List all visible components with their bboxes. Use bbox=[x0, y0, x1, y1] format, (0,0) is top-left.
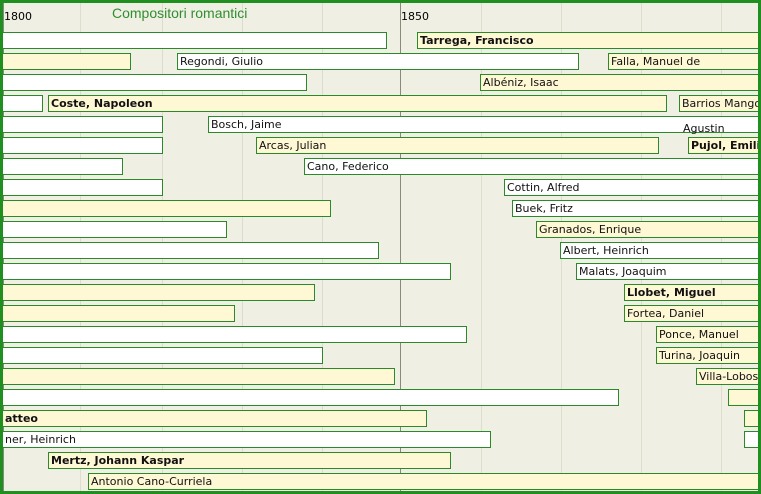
composer-bar-turina[interactable]: Turina, Joaquin bbox=[656, 347, 758, 364]
composer-bar-cottin[interactable]: Cottin, Alfred bbox=[504, 179, 758, 196]
composer-bar[interactable] bbox=[3, 116, 163, 133]
composer-bar-granados[interactable]: Granados, Enrique bbox=[536, 221, 758, 238]
composer-bar[interactable] bbox=[3, 242, 379, 259]
composer-bar-cano[interactable]: Cano, Federico bbox=[304, 158, 758, 175]
composer-bar-barrios[interactable]: Barrios Mangoré bbox=[679, 95, 758, 112]
composer-bar[interactable] bbox=[3, 347, 323, 364]
composer-bar-tarrega[interactable]: Tarrega, Francisco bbox=[417, 32, 758, 49]
year-label-1850: 1850 bbox=[401, 10, 429, 23]
composer-bar-albeniz[interactable]: Albéniz, Isaac bbox=[480, 74, 758, 91]
composer-bar-fortea[interactable]: Fortea, Daniel bbox=[624, 305, 758, 322]
composer-bar[interactable] bbox=[3, 74, 307, 91]
composer-bar-llobet[interactable]: Llobet, Miguel bbox=[624, 284, 758, 301]
composer-bar[interactable] bbox=[744, 431, 758, 448]
composer-bar-mertz[interactable]: Mertz, Johann Kaspar bbox=[48, 452, 451, 469]
composer-bar[interactable] bbox=[3, 389, 619, 406]
composer-bar-pujol[interactable]: Pujol, Emilio bbox=[688, 137, 758, 154]
year-label-1800: 1800 bbox=[4, 10, 32, 23]
composer-bar[interactable] bbox=[744, 410, 758, 427]
composer-bar-regondi[interactable]: Regondi, Giulio bbox=[177, 53, 579, 70]
page-title: Compositori romantici bbox=[112, 5, 248, 21]
composer-bar[interactable] bbox=[3, 305, 235, 322]
composer-bar-villa-lobos[interactable]: Villa-Lobos bbox=[696, 368, 758, 385]
composer-bar[interactable] bbox=[3, 284, 315, 301]
composer-bar-albert[interactable]: Albert, Heinrich bbox=[560, 242, 758, 259]
composer-bar[interactable] bbox=[3, 137, 163, 154]
composer-bar-arcas[interactable]: Arcas, Julian bbox=[256, 137, 659, 154]
composer-bar-malats[interactable]: Malats, Joaquim bbox=[576, 263, 758, 280]
grid-line bbox=[481, 3, 482, 491]
composer-bar[interactable] bbox=[3, 368, 395, 385]
composer-bar-coste[interactable]: Coste, Napoleon bbox=[48, 95, 667, 112]
composer-bar[interactable] bbox=[3, 326, 467, 343]
composer-bar[interactable] bbox=[3, 263, 451, 280]
composer-label-agustin: Agustin bbox=[683, 122, 725, 135]
composer-bar[interactable] bbox=[3, 53, 131, 70]
composer-bar[interactable] bbox=[3, 95, 43, 112]
composer-bar-bosch[interactable]: Bosch, Jaime bbox=[208, 116, 758, 133]
composer-bar[interactable] bbox=[3, 158, 123, 175]
composer-bar[interactable] bbox=[3, 179, 163, 196]
composer-bar-matteo[interactable]: atteo bbox=[3, 410, 427, 427]
composer-bar-buek[interactable]: Buek, Fritz bbox=[512, 200, 758, 217]
axis-line-1850 bbox=[400, 3, 401, 491]
composer-bar[interactable] bbox=[3, 221, 227, 238]
composer-bar-falla[interactable]: Falla, Manuel de bbox=[608, 53, 758, 70]
composer-bar[interactable] bbox=[3, 32, 387, 49]
composer-bar-ponce[interactable]: Ponce, Manuel bbox=[656, 326, 758, 343]
composer-bar[interactable] bbox=[3, 200, 331, 217]
composer-bar-cano-curriela[interactable]: Antonio Cano-Curriela bbox=[88, 473, 758, 490]
composer-bar[interactable] bbox=[728, 389, 758, 406]
composer-bar-heinrich[interactable]: ner, Heinrich bbox=[3, 431, 491, 448]
